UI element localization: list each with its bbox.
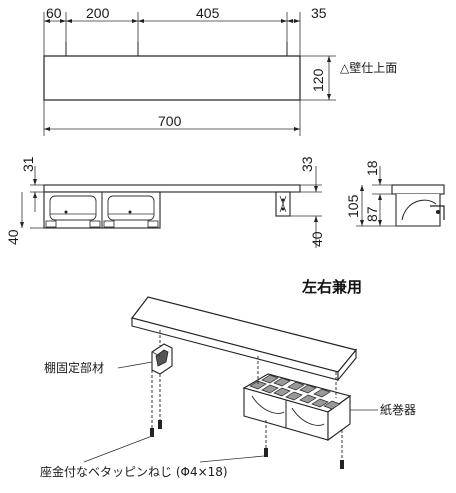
shelf-elevation — [43, 184, 301, 193]
assembly-view: 左右兼用 — [40, 278, 416, 479]
dim-33: 33 — [299, 156, 315, 172]
holder-side — [395, 194, 441, 227]
screw-icon — [264, 448, 268, 457]
dim-60: 60 — [46, 5, 62, 21]
bracket-isometric — [151, 343, 173, 375]
screws — [150, 420, 344, 469]
shelf-side — [391, 184, 445, 195]
side-view: 18 87 105 — [345, 160, 445, 227]
both-sides-title: 左右兼用 — [301, 278, 362, 296]
dim-31: 31 — [20, 156, 36, 172]
dim-35: 35 — [311, 5, 327, 21]
screw-icon — [158, 420, 162, 429]
screw-icon — [150, 428, 154, 437]
dim-120: 120 — [310, 68, 326, 92]
bracket-label: 棚固定部材 — [44, 360, 104, 375]
wall-surface-note: △壁仕上面 — [340, 60, 397, 75]
screw-label: 座金付なベタッピンねじ (Φ4×18) — [40, 464, 228, 479]
paper-holder-isometric — [242, 373, 352, 442]
top-view: 60 200 405 35 120 △壁仕上面 700 — [43, 5, 397, 136]
dim-700: 700 — [158, 113, 182, 129]
dim-40-right: 40 — [309, 231, 325, 247]
screw-icon — [340, 460, 344, 469]
dim-405: 405 — [196, 5, 220, 21]
shelf-plan — [43, 55, 301, 101]
dim-87: 87 — [364, 206, 380, 222]
dim-200: 200 — [86, 5, 110, 21]
dim-105: 105 — [345, 194, 361, 218]
dim-18: 18 — [364, 160, 380, 176]
dim-40-left: 40 — [5, 229, 21, 245]
front-view: 31 40 33 40 — [5, 156, 325, 248]
holder-label: 紙巻器 — [380, 402, 416, 417]
